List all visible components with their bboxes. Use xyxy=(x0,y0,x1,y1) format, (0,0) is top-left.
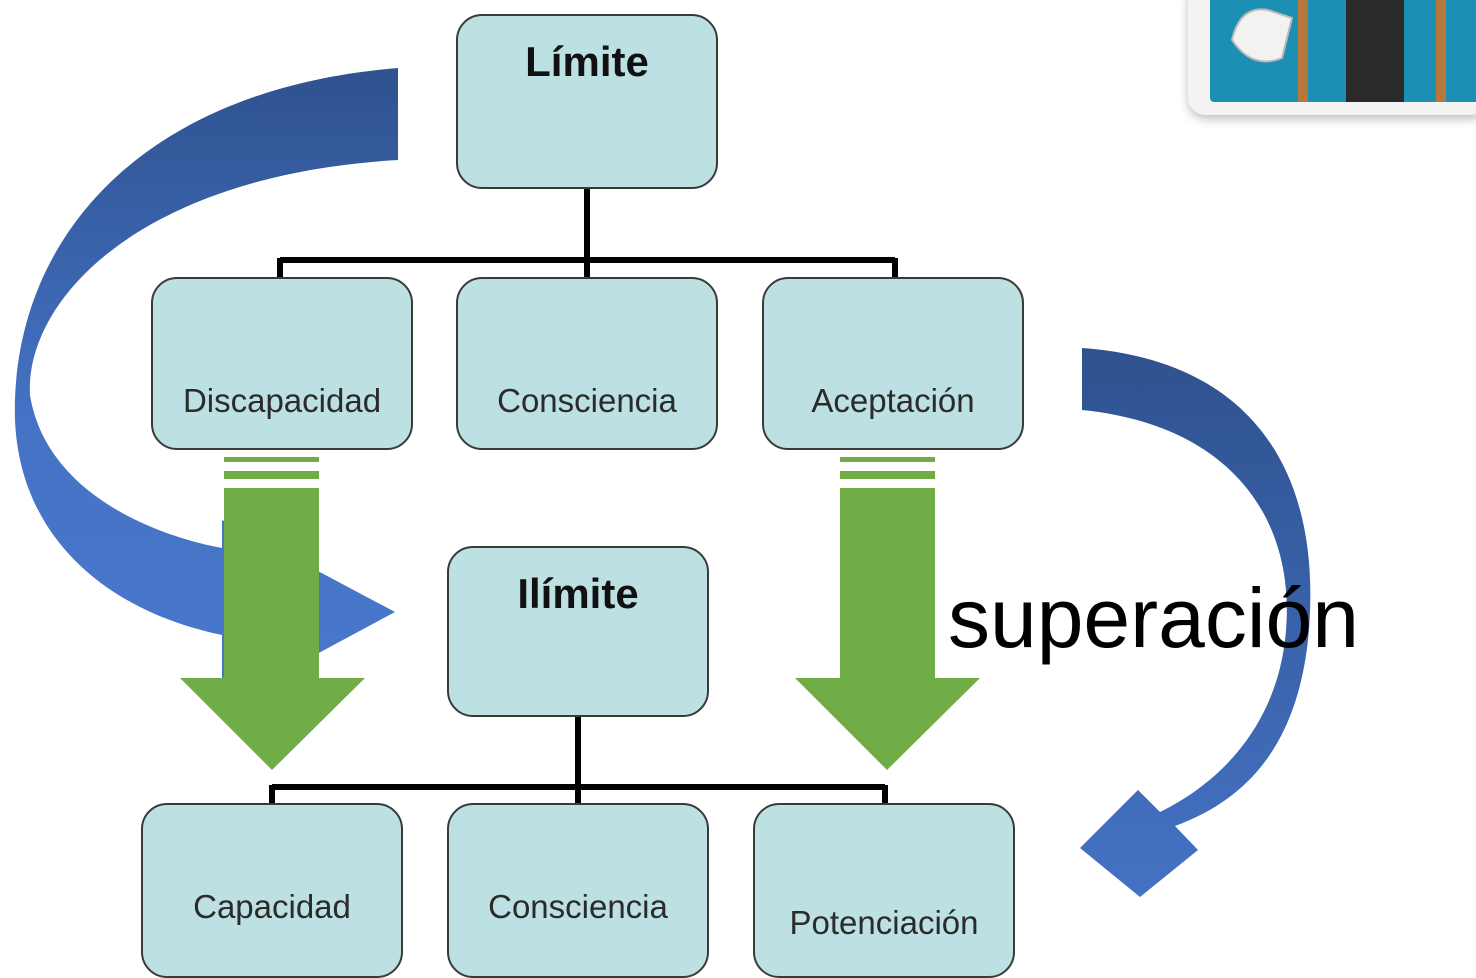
crutch-icon xyxy=(1298,0,1308,102)
node-ilimite-label: Ilímite xyxy=(517,570,639,617)
superacion-label: superación xyxy=(948,571,1359,665)
node-capacidad: Capacidad xyxy=(141,803,403,978)
curved-arrow-left xyxy=(14,68,398,705)
leg-icon xyxy=(1346,0,1404,102)
node-discapacidad: Discapacidad xyxy=(151,277,413,450)
node-discapacidad-label: Discapacidad xyxy=(182,382,382,419)
node-potenciacion-label: Potenciación xyxy=(789,904,979,941)
node-limite: Límite xyxy=(456,14,718,189)
node-consciencia-upper-label: Consciencia xyxy=(497,382,677,419)
node-consciencia-lower: Consciencia xyxy=(447,803,709,978)
upper-tree-connectors xyxy=(277,188,898,278)
cast-arm-icon xyxy=(1230,8,1294,63)
curved-arrow-right xyxy=(1080,348,1311,897)
node-ilimite: Ilímite xyxy=(447,546,709,717)
lower-tree-connectors xyxy=(269,716,888,806)
green-arrow-right xyxy=(795,457,980,770)
crutch-icon xyxy=(1436,0,1446,102)
node-limite-label: Límite xyxy=(525,38,649,85)
green-arrow-left xyxy=(180,457,365,770)
node-capacidad-label: Capacidad xyxy=(193,888,351,925)
corner-illustration xyxy=(1188,0,1476,115)
node-aceptacion-label: Aceptación xyxy=(811,382,975,419)
node-potenciacion: Potenciación xyxy=(753,803,1015,978)
node-consciencia-upper: Consciencia xyxy=(456,277,718,450)
node-aceptacion: Aceptación xyxy=(762,277,1024,450)
node-consciencia-lower-label: Consciencia xyxy=(488,888,668,925)
